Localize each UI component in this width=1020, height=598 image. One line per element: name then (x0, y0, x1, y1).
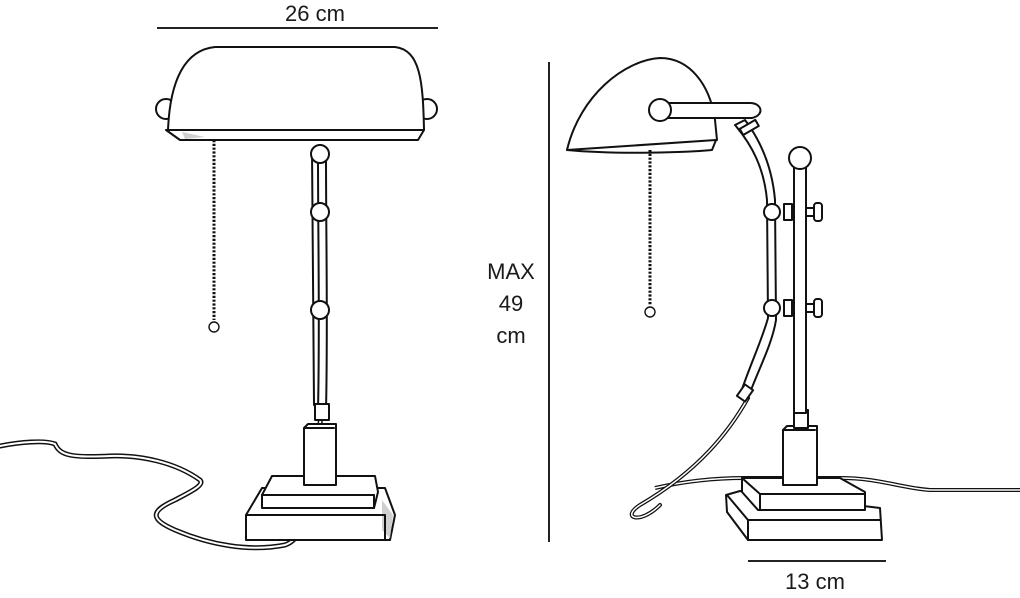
side-view-lamp (566, 57, 1020, 541)
front-view-lamp (0, 46, 438, 551)
height-qualifier: MAX (487, 259, 535, 284)
height-dimension-label: MAX 49 cm (466, 256, 556, 352)
pull-chain (208, 140, 220, 333)
height-unit: cm (496, 322, 526, 348)
pull-chain-side (644, 150, 656, 318)
width-dimension-label: 26 cm (285, 1, 345, 26)
depth-dimension-label: 13 cm (785, 569, 845, 594)
height-value: 49 (498, 290, 524, 316)
